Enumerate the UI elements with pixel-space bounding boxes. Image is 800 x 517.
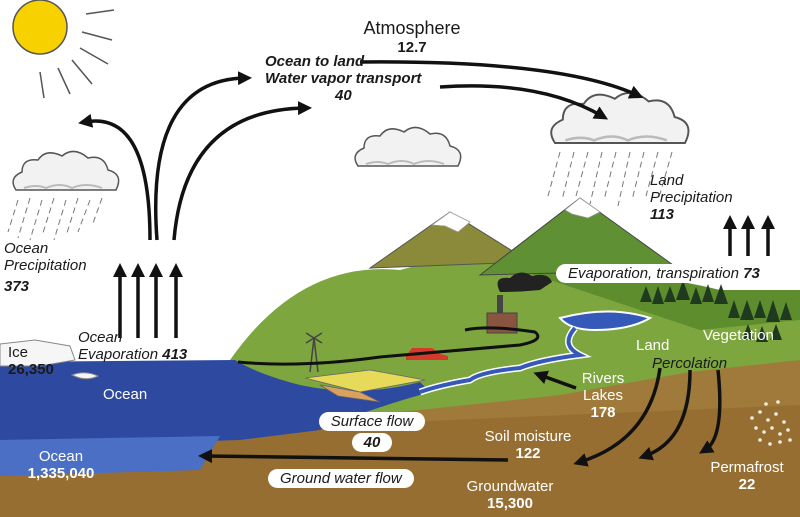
land-label: Land xyxy=(636,337,670,354)
cloud-icon xyxy=(354,126,462,167)
mountains xyxy=(368,197,682,276)
ice-box: Ice 26,350 xyxy=(8,344,54,378)
soil-moisture-value: 122 xyxy=(515,445,541,462)
sun-icon xyxy=(12,0,115,99)
ocean-precipitation-box: Ocean Precipitation 373 xyxy=(4,240,87,295)
ground-water-flow-label: Ground water flow xyxy=(268,469,414,488)
rivers-lakes-value: 178 xyxy=(590,404,616,421)
iceberg xyxy=(70,372,100,380)
percolation-label: Percolation xyxy=(652,355,728,372)
evapotranspiration-value: 73 xyxy=(743,265,760,282)
land-precipitation-label-2: Precipitation xyxy=(650,189,733,206)
cloud-icon xyxy=(12,150,120,191)
atmosphere-value: 12.7 xyxy=(397,39,427,56)
permafrost-label: Permafrost xyxy=(710,459,784,476)
ocean-store-value: 1,335,040 xyxy=(27,465,95,482)
ice-label: Ice xyxy=(8,344,29,361)
groundwater-box: Groundwater 15,300 xyxy=(455,478,565,512)
permafrost-crystals xyxy=(750,400,792,446)
ocean-surface-label: Ocean xyxy=(103,386,148,403)
land-rain xyxy=(547,151,673,207)
soil-moisture-label: Soil moisture xyxy=(484,428,572,445)
flow-arrows xyxy=(78,60,775,467)
rivers-label: Rivers xyxy=(581,370,625,387)
ocean-precipitation-label-2: Precipitation xyxy=(4,257,87,274)
vegetation-label: Vegetation xyxy=(703,327,774,344)
ocean-to-land-value: 40 xyxy=(335,87,352,104)
ocean-evaporation-label-1: Ocean xyxy=(78,329,123,346)
evapotranspiration-label: Evaporation, transpiration xyxy=(568,265,739,282)
land-precipitation-label-1: Land xyxy=(650,172,684,189)
evapotranspiration-box: Evaporation, transpiration 73 xyxy=(556,264,772,283)
ocean-precipitation-value: 373 xyxy=(4,278,30,295)
lakes-label: Lakes xyxy=(582,387,624,404)
rivers-lakes-box: Rivers Lakes 178 xyxy=(578,370,628,421)
land-precipitation-box: Land Precipitation 113 xyxy=(650,172,733,223)
surface-flow-box: Surface flow 40 xyxy=(312,412,432,452)
surface-flow-label: Surface flow xyxy=(318,412,426,431)
groundwater-value: 15,300 xyxy=(487,495,533,512)
trees xyxy=(640,280,792,342)
ocean-to-land-label: Ocean to land xyxy=(265,53,365,70)
permafrost-box: Permafrost 22 xyxy=(702,459,792,493)
ocean-precipitation-label-1: Ocean xyxy=(4,240,49,257)
river xyxy=(418,310,653,396)
groundwater-label: Groundwater xyxy=(466,478,554,495)
farm-fields xyxy=(304,369,426,403)
atmosphere-label: Atmosphere xyxy=(363,18,461,38)
atmosphere-box: Atmosphere 12.7 xyxy=(362,18,462,58)
ice-value: 26,350 xyxy=(8,361,54,378)
road xyxy=(237,326,540,366)
surface-flow-value: 40 xyxy=(351,433,393,452)
ocean-evaporation-label-2: Evaporation xyxy=(78,346,159,363)
permafrost-value: 22 xyxy=(738,476,756,493)
ocean-rain xyxy=(7,197,103,241)
ocean-evaporation-box: Ocean Evaporation 413 xyxy=(78,329,187,363)
soil-moisture-box: Soil moisture 122 xyxy=(473,428,583,462)
land-precipitation-value: 113 xyxy=(650,206,674,223)
ocean-store-label: Ocean xyxy=(38,448,84,465)
ocean-store-box: Ocean 1,335,040 xyxy=(6,448,116,482)
ocean-evaporation-value: 413 xyxy=(162,346,188,363)
water-vapor-transport-label: Water vapor transport xyxy=(265,70,422,87)
ocean-to-land-box: Ocean to land Water vapor transport 40 xyxy=(265,53,421,104)
windmill xyxy=(305,332,323,373)
ice-sheet xyxy=(0,339,76,367)
